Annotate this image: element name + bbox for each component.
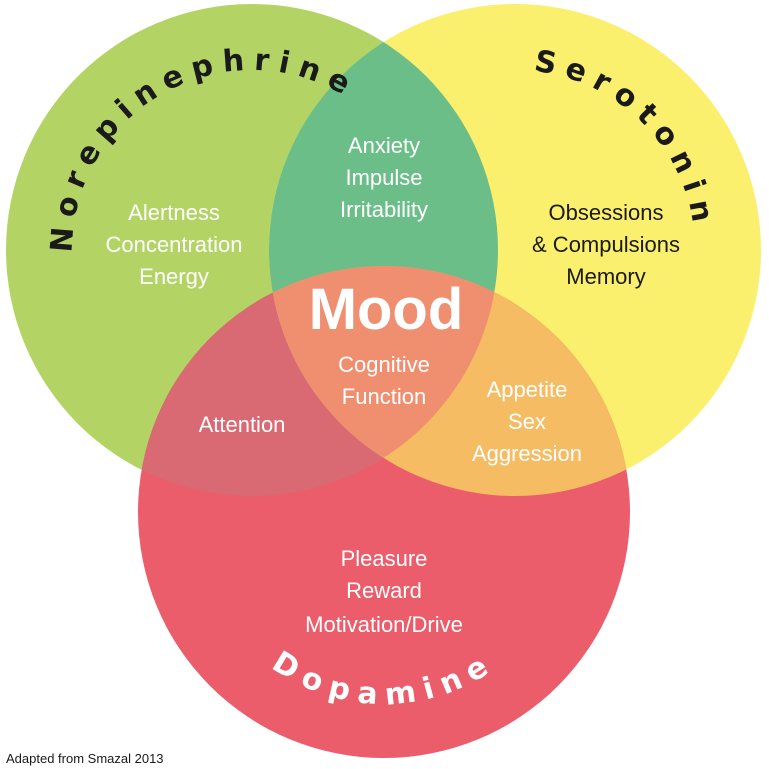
effect-function: Function [342,384,426,409]
effect-energy: Energy [139,264,209,289]
serotonin-dopamine-effects: Appetite Sex Aggression [472,377,582,466]
effect-cognitive: Cognitive [338,352,430,377]
center-effects: Mood Cognitive Function [309,277,464,409]
serotonin-dopamine-overlap [269,266,630,496]
effect-anxiety: Anxiety [348,133,420,158]
effect-impulse: Impulse [345,165,422,190]
effect-irritability: Irritability [340,197,428,222]
effect-memory: Memory [566,264,645,289]
norepinephrine-effects: Alertness Concentration Energy [106,200,243,289]
effect-alertness: Alertness [128,200,220,225]
effect-obsessions: Obsessions [549,200,664,225]
effect-pleasure: Pleasure [341,546,428,571]
effect-motivation: Motivation/Drive [305,612,463,637]
effect-reward: Reward [346,578,422,603]
serotonin-effects: Obsessions & Compulsions Memory [532,200,680,289]
mood-title: Mood [309,277,464,342]
dopamine-effects: Pleasure Reward Motivation/Drive [305,546,463,637]
effect-concentration: Concentration [106,232,243,257]
effect-attention: Attention [199,412,286,437]
effect-aggression: Aggression [472,441,582,466]
source-note: Adapted from Smazal 2013 [6,751,164,766]
norepinephrine-dopamine-overlap [138,266,498,496]
effect-appetite: Appetite [487,377,568,402]
effect-sex: Sex [508,409,546,434]
effect-compulsions: & Compulsions [532,232,680,257]
norepinephrine-serotonin-effects: Anxiety Impulse Irritability [340,133,428,222]
